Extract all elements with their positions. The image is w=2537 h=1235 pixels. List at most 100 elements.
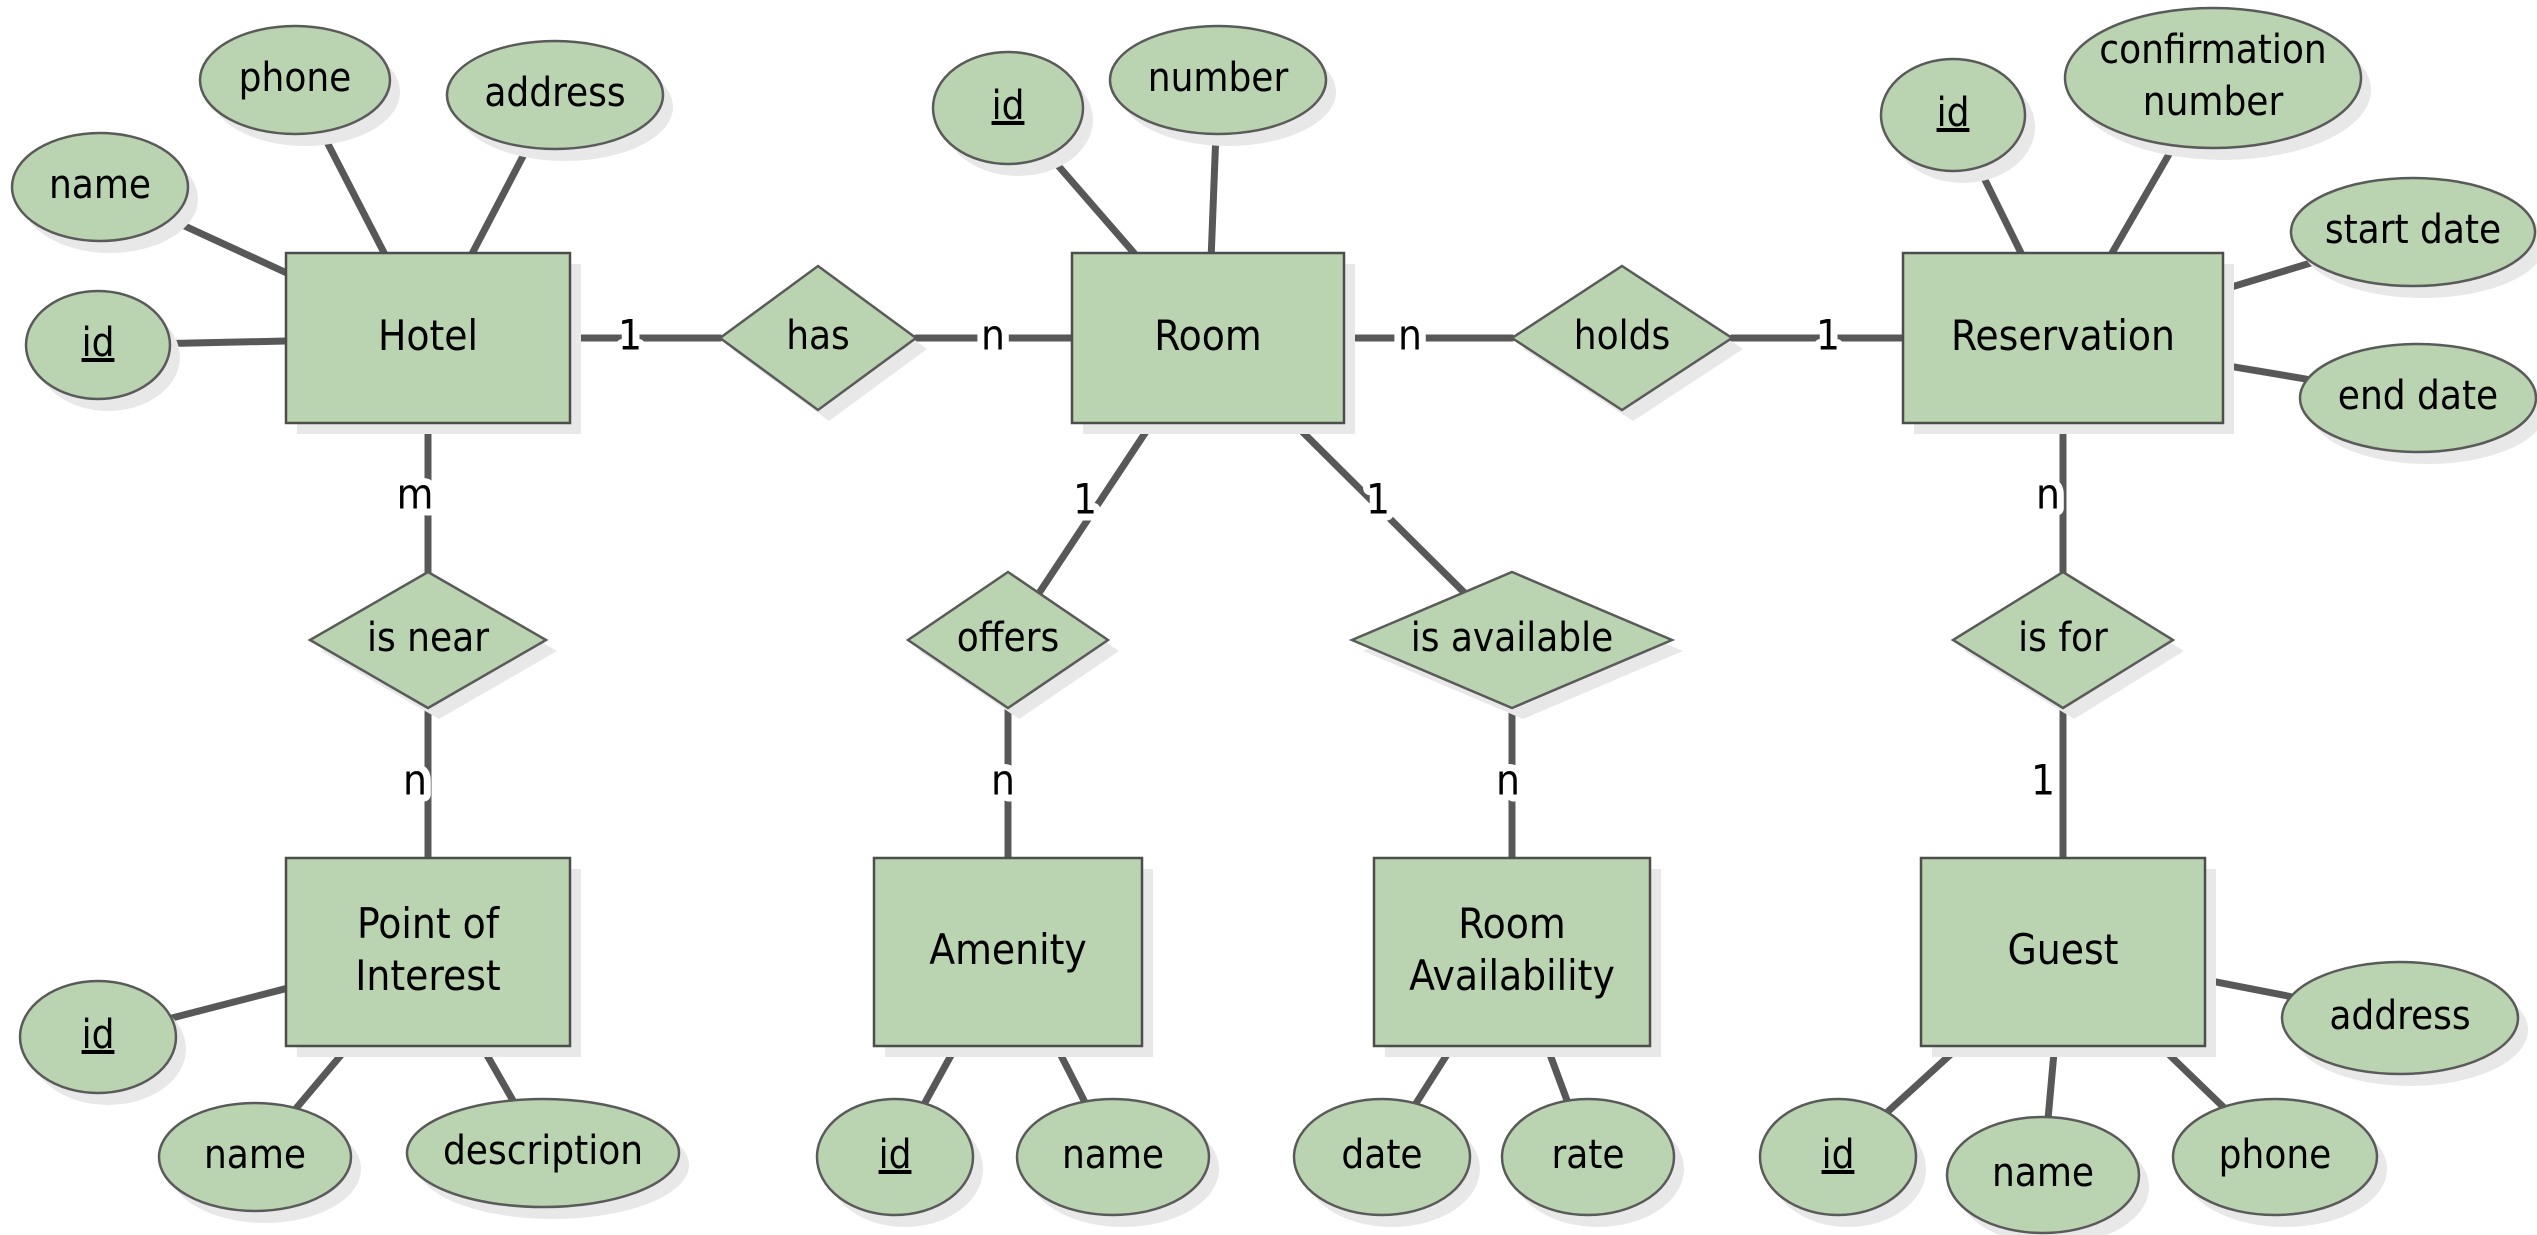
attribute-hotel-name[interactable]: [10, 131, 190, 243]
relationship-is-for[interactable]: [1950, 570, 2176, 710]
entity-label-amenity: Amenity: [929, 925, 1087, 974]
relationship-label-is-for: is for: [2018, 615, 2108, 661]
card-offers-amenity: n: [991, 756, 1015, 805]
card-room-offers: 1: [1073, 475, 1097, 524]
attribute-ravail-date[interactable]: [1292, 1097, 1472, 1217]
attribute-res-id[interactable]: [1879, 57, 2027, 173]
attribute-label-room-number: number: [1148, 55, 1289, 101]
entity-label-hotel: Hotel: [378, 311, 478, 360]
attribute-label-room-id: id: [992, 83, 1025, 129]
edge-poi-id: [167, 985, 290, 1022]
attribute-ravail-rate[interactable]: [1500, 1097, 1676, 1217]
attribute-label-poi-id: id: [82, 1012, 115, 1058]
attribute-hotel-id[interactable]: [24, 289, 172, 401]
entity-label-room: Room: [1154, 311, 1261, 360]
entity-label-reservation: Reservation: [1951, 311, 2175, 360]
edge-room-isavailable: [1290, 419, 1468, 596]
entity-amenity[interactable]: [872, 856, 1144, 1048]
card-hotel-isnear: m: [397, 470, 434, 519]
attribute-label-guest-address: address: [2329, 993, 2470, 1039]
edge-hotel-id: [166, 337, 290, 347]
entity-point-of-interest[interactable]: [284, 856, 572, 1048]
relationship-is-available[interactable]: [1348, 570, 1676, 710]
attribute-amenity-id[interactable]: [815, 1097, 975, 1217]
attribute-guest-phone[interactable]: [2171, 1097, 2379, 1217]
attribute-label-poi-name: name: [204, 1132, 306, 1178]
edge-room-number: [1207, 130, 1220, 257]
shape-layer: [10, 6, 2537, 1235]
relationship-label-holds: holds: [1574, 313, 1670, 359]
attribute-label-poi-description: description: [443, 1128, 643, 1174]
attribute-guest-id[interactable]: [1758, 1097, 1918, 1217]
edge-res-confirmation: [2108, 142, 2178, 257]
card-isavail-ravail: n: [1496, 756, 1520, 805]
card-room-holds: n: [1398, 311, 1422, 360]
attribute-label-amenity-name: name: [1062, 1132, 1164, 1178]
attribute-label-hotel-id: id: [82, 320, 115, 366]
relationship-label-is-near: is near: [367, 615, 489, 661]
attribute-label-ravail-date: date: [1341, 1132, 1422, 1178]
relationship-label-offers: offers: [957, 615, 1059, 661]
attribute-label-hotel-name: name: [49, 162, 151, 208]
entity-guest[interactable]: [1919, 856, 2207, 1048]
entity-room-availability[interactable]: [1372, 856, 1652, 1048]
attribute-label-res-end-date: end date: [2338, 373, 2498, 419]
relationship-offers[interactable]: [905, 570, 1111, 710]
card-isfor-guest: 1: [2031, 756, 2055, 805]
attribute-hotel-phone[interactable]: [198, 24, 392, 136]
relationship-label-is-available: is available: [1411, 615, 1614, 661]
attribute-room-number[interactable]: [1108, 24, 1328, 136]
edge-hotel-phone: [318, 128, 388, 257]
attribute-hotel-address[interactable]: [445, 39, 665, 151]
edge-room-offers: [1035, 419, 1156, 597]
attribute-label-guest-name: name: [1992, 1150, 2094, 1196]
attribute-label-guest-phone: phone: [2219, 1132, 2332, 1178]
attribute-res-end-date[interactable]: [2298, 342, 2537, 454]
attribute-label-hotel-phone: phone: [239, 55, 352, 101]
entity-label-guest: Guest: [2008, 925, 2119, 974]
card-isnear-poi: n: [403, 756, 427, 805]
attribute-poi-id[interactable]: [18, 979, 178, 1095]
attribute-poi-description[interactable]: [405, 1097, 681, 1209]
edge-res-start: [2219, 258, 2316, 294]
entity-reservation[interactable]: [1901, 251, 2225, 425]
edge-hotel-name: [166, 215, 290, 277]
attribute-poi-name[interactable]: [157, 1101, 353, 1213]
attribute-amenity-name[interactable]: [1015, 1097, 1211, 1217]
edge-guest-address: [2201, 976, 2295, 1001]
edge-guest-name: [2044, 1042, 2059, 1121]
relationship-is-near[interactable]: [307, 570, 549, 710]
attribute-label-res-start-date: start date: [2325, 207, 2501, 253]
cardinality-halo-card-room-offers: 1: [1073, 475, 1097, 524]
card-holds-res: 1: [1816, 311, 1840, 360]
relationship-label-has: has: [786, 313, 850, 359]
attribute-label-amenity-id: id: [879, 1132, 912, 1178]
relationship-holds[interactable]: [1509, 264, 1735, 412]
edge-room-id: [1045, 151, 1138, 257]
entity-room[interactable]: [1070, 251, 1346, 425]
card-res-isfor: n: [2036, 470, 2060, 519]
attribute-res-start-date[interactable]: [2289, 176, 2537, 288]
entity-hotel[interactable]: [284, 251, 572, 425]
attribute-label-hotel-address: address: [484, 70, 625, 116]
attribute-guest-name[interactable]: [1945, 1115, 2141, 1235]
card-room-isavailable: 1: [1366, 475, 1390, 524]
attribute-label-ravail-rate: rate: [1551, 1132, 1624, 1178]
attribute-label-res-id: id: [1937, 90, 1970, 136]
attribute-label-guest-id: id: [1822, 1132, 1855, 1178]
card-has-room: n: [981, 311, 1005, 360]
attribute-room-id[interactable]: [931, 50, 1085, 166]
attribute-guest-address[interactable]: [2280, 960, 2520, 1076]
edge-hotel-address: [468, 143, 532, 257]
edge-res-end: [2219, 361, 2311, 383]
attribute-res-confirmation[interactable]: [2063, 6, 2363, 150]
cardinality-halo-card-hotel-isnear: m: [397, 470, 434, 519]
relationship-has[interactable]: [717, 264, 919, 412]
